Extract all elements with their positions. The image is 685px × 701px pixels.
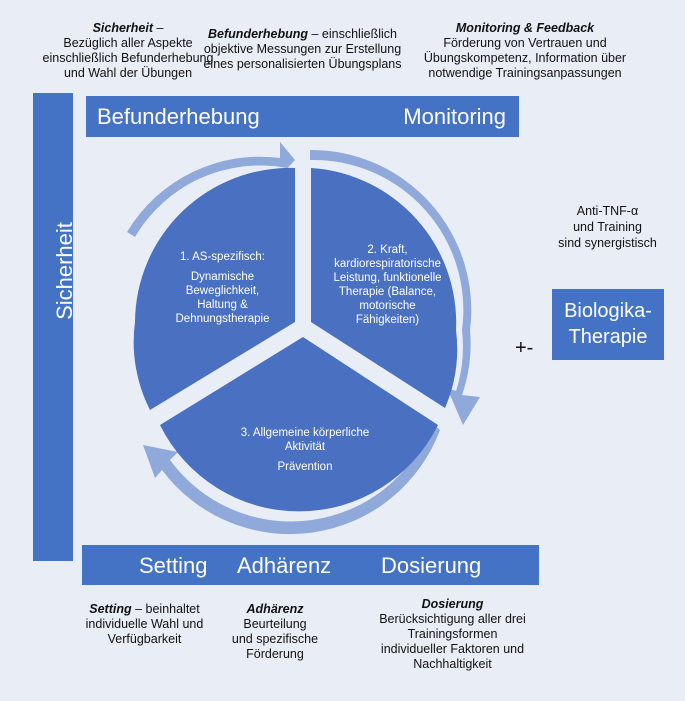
synergy-note-line3: sind synergistisch — [558, 236, 657, 250]
side-bar: Sicherheit — [33, 93, 77, 561]
synergy-note-line2: und Training — [573, 220, 642, 234]
safety-note-line1: Bezüglich aller Aspekte — [63, 36, 193, 50]
bottom-bar: Setting Adhärenz Dosierung — [82, 545, 539, 585]
cycle-segment-1 — [133, 167, 295, 410]
cycle-segment-3 — [160, 337, 438, 512]
assessment-note-line2: objektive Messungen zur Erstellung — [203, 42, 402, 56]
adherence-note-title: Adhärenz — [246, 602, 304, 616]
biologics-box: Biologika- Therapie — [552, 289, 664, 360]
assessment-note: Befunderhebung – einschließlich objektiv… — [195, 27, 410, 72]
monitoring-note-title: Monitoring & Feedback — [455, 21, 595, 35]
bottom-bar-adherence-label: Adhärenz — [237, 553, 332, 578]
segment-1-line3: Beweglichkeit, — [185, 285, 260, 297]
segment-2-line6: Fähigkeiten) — [355, 314, 420, 326]
setting-note-title: Setting — [89, 602, 132, 616]
cycle-arrow-right — [310, 149, 480, 426]
safety-note: Sicherheit – Bezüglich aller Aspekte ein… — [28, 21, 228, 81]
safety-note-line2: einschließlich Befunderhebung — [42, 51, 214, 65]
dosage-note-line3: individueller Faktoren und — [380, 642, 525, 656]
dosage-note: Dosierung Berücksichtigung aller drei Tr… — [365, 597, 540, 672]
biologics-line1: Biologika- — [564, 300, 652, 322]
bottom-bar-setting-label: Setting — [139, 553, 208, 578]
segment-3-line2: Aktivität — [284, 441, 326, 453]
segment-3-line3: Prävention — [277, 461, 333, 473]
segment-1-line2: Dynamische — [190, 271, 255, 283]
setting-note-line2: individuelle Wahl und — [85, 617, 204, 631]
monitoring-note: Monitoring & Feedback Förderung von Vert… — [415, 21, 635, 81]
top-bar-monitoring-label: Monitoring — [403, 104, 506, 129]
segment-2-line2: kardiorespiratorische — [334, 258, 441, 270]
adherence-note-rest1: Beurteilung — [243, 617, 307, 631]
top-bar-assessment-label: Befunderhebung — [97, 104, 260, 129]
synergy-note: Anti-TNF-α und Training sind synergistis… — [535, 203, 680, 251]
setting-note-rest1: – beinhaltet — [131, 602, 200, 616]
monitoring-note-line3: notwendige Trainingsanpassungen — [428, 66, 622, 80]
synergy-note-line1: Anti-TNF-α — [576, 204, 639, 218]
plus-minus-sign: +- — [515, 337, 534, 359]
segment-1-line1: 1. AS-spezifisch: — [179, 251, 265, 263]
dosage-note-line4: Nachhaltigkeit — [413, 657, 492, 671]
segment-1-text: 1. AS-spezifisch: Dynamische Beweglichke… — [160, 250, 285, 326]
cycle-segment-2 — [311, 168, 458, 408]
assessment-note-title: Befunderhebung — [208, 27, 309, 41]
segment-2-line1: 2. Kraft, — [367, 244, 408, 256]
setting-note-line3: Verfügbarkeit — [107, 632, 182, 646]
segment-1-line4: Haltung & — [197, 299, 248, 311]
safety-note-dash: – — [153, 21, 164, 35]
setting-note: Setting – beinhaltet individuelle Wahl u… — [72, 602, 217, 647]
biologics-line2: Therapie — [568, 326, 648, 348]
segment-2-text: 2. Kraft, kardiorespiratorische Leistung… — [315, 243, 460, 327]
top-bar: Befunderhebung Monitoring — [86, 96, 519, 137]
monitoring-note-line2: Übungskompetenz, Information über — [423, 51, 627, 65]
cycle-arrow-bottom — [143, 423, 440, 535]
assessment-note-line3: eines personalisierten Übungsplans — [203, 57, 402, 71]
assessment-note-rest1: – einschließlich — [308, 27, 397, 41]
segment-2-line4: Therapie (Balance, — [338, 286, 437, 298]
monitoring-note-line1: Förderung von Vertrauen und — [443, 36, 607, 50]
adherence-note: Adhärenz Beurteilung und spezifische För… — [215, 602, 335, 662]
segment-2-line5: motorische — [359, 300, 416, 312]
dosage-note-line2: Trainingsformen — [407, 627, 498, 641]
dosage-note-line1: Berücksichtigung aller drei — [379, 612, 526, 626]
safety-note-title: Sicherheit — [92, 21, 153, 35]
segment-3-text: 3. Allgemeine körperliche Aktivität Präv… — [220, 426, 390, 474]
adherence-note-line2: und spezifische — [231, 632, 319, 646]
dosage-note-title: Dosierung — [421, 597, 484, 611]
safety-note-line3: und Wahl der Übungen — [63, 66, 193, 80]
segment-3-line1: 3. Allgemeine körperliche — [240, 427, 370, 439]
segment-2-line3: Leistung, funktionelle — [333, 272, 442, 284]
segment-1-line5: Dehnungstherapie — [175, 313, 270, 325]
bottom-bar-dosage-label: Dosierung — [381, 553, 482, 578]
adherence-note-line3: Förderung — [246, 647, 304, 661]
